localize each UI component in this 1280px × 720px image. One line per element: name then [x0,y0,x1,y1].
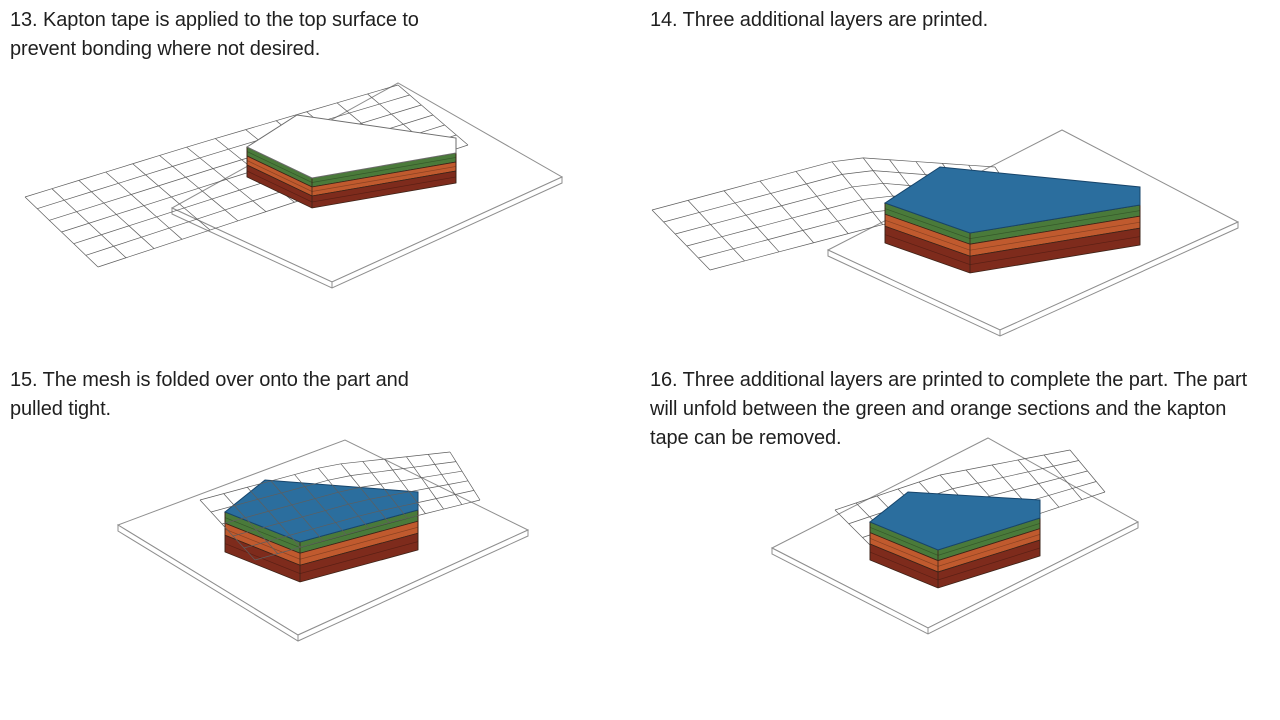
panel-step-15: 15. The mesh is folded over onto the par… [0,360,640,720]
step-13-figure [24,82,564,289]
panel-step-16: 16. Three additional layers are printed … [640,360,1280,720]
step-15-caption: 15. The mesh is folded over onto the par… [10,369,409,420]
printed-part [224,479,419,583]
step-15-figure [116,439,530,642]
step-14-caption: 14. Three additional layers are printed. [650,9,989,31]
panel-step-14: 14. Three additional layers are printed. [640,0,1280,360]
step-13-caption: 13. Kapton tape is applied to the top su… [10,9,419,60]
step-14-figure [651,129,1240,337]
step-16-figure [770,437,1140,635]
printed-part [869,491,1041,589]
printed-part [245,114,457,209]
printed-part [883,166,1141,274]
mesh-sheet [199,451,481,561]
step-16-caption: 16. Three additional layers are printed … [650,369,1248,449]
panel-step-13: 13. Kapton tape is applied to the top su… [0,0,640,360]
